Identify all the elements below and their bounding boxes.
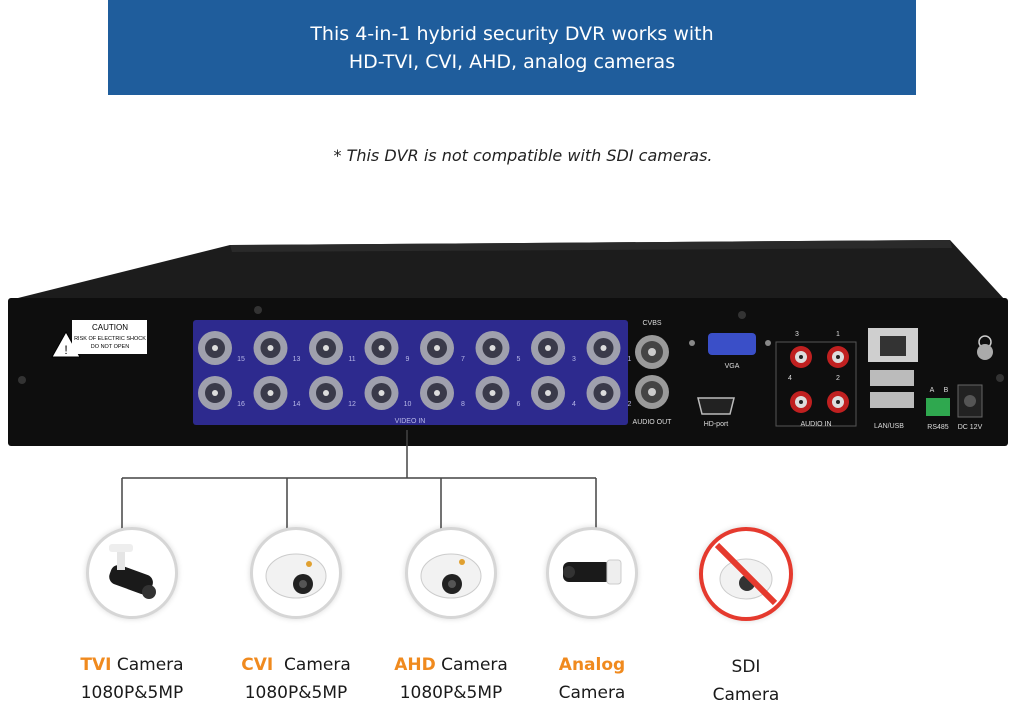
camera-resolution: 1080P&5MP <box>399 683 503 703</box>
rs485-b: B <box>944 387 949 394</box>
camera-type-analog: Analog <box>558 655 626 675</box>
dc-label: DC 12V <box>958 424 983 431</box>
dvr-rear-panel: ! CAUTION RISK OF ELECTRIC SHOCK DO NOT … <box>8 240 1008 446</box>
hdport-label: HD-port <box>704 421 729 428</box>
rs485-terminal <box>926 398 950 416</box>
connector-lines <box>121 430 597 536</box>
screw-left <box>18 376 26 384</box>
prohibited-icon <box>714 542 778 606</box>
camera-cvi-image <box>250 527 342 619</box>
camera-resolution: 1080P&5MP <box>80 683 184 703</box>
bnc-channel-number: 8 <box>461 401 465 408</box>
bullet-camera-icon <box>109 544 156 599</box>
bnc-channel-number: 10 <box>404 401 412 408</box>
camera-word: Camera <box>116 655 184 675</box>
video-in-panel <box>193 320 628 425</box>
bnc-channel-number: 2 <box>628 401 632 408</box>
bnc-channel-number: 6 <box>517 401 521 408</box>
camera-word: Camera <box>558 683 626 703</box>
usb-port-2 <box>870 392 914 408</box>
audio-out-connector <box>635 375 669 409</box>
camera-resolution: 1080P&5MP <box>244 683 348 703</box>
camera-tvi-image <box>86 527 178 619</box>
video-in-label: VIDEO IN <box>395 418 426 425</box>
lan-usb-label: LAN/USB <box>874 423 904 430</box>
dome-camera-icon <box>265 553 327 599</box>
audio-out-label: AUDIO OUT <box>633 419 673 426</box>
camera-analog-image <box>546 527 638 619</box>
bnc-channel-number: 14 <box>293 401 301 408</box>
banner-line-2: HD-TVI, CVI, AHD, analog cameras <box>348 50 676 73</box>
bnc-channel-number: 9 <box>406 356 410 363</box>
rs485-label: RS485 <box>927 424 949 431</box>
camera-cvi: CVI Camera 1080P&5MP <box>226 527 366 707</box>
audio-num-3: 3 <box>795 331 799 338</box>
vga-label: VGA <box>725 363 740 370</box>
cvbs-label: CVBS <box>642 320 661 327</box>
camera-analog: Analog Camera <box>522 527 662 707</box>
bnc-channel-number: 3 <box>572 356 576 363</box>
svg-text:!: ! <box>64 343 67 357</box>
camera-type-cvi: CVI <box>241 655 274 675</box>
audio-in-label: AUDIO IN <box>800 421 831 428</box>
bnc-channel-number: 16 <box>237 401 245 408</box>
vga-port <box>708 333 756 355</box>
bnc-channel-number: 15 <box>237 356 245 363</box>
camera-type-ahd: AHD <box>394 655 436 675</box>
dome-camera-icon <box>420 553 482 599</box>
bnc-channel-number: 1 <box>628 356 632 363</box>
caution-label: ! CAUTION RISK OF ELECTRIC SHOCK DO NOT … <box>51 320 147 358</box>
caution-line-2: DO NOT OPEN <box>91 344 129 350</box>
screw-right <box>996 374 1004 382</box>
bullet-camera-icon <box>563 559 622 585</box>
camera-tvi: TVI Camera 1080P&5MP <box>62 527 202 707</box>
audio-num-2: 2 <box>836 375 840 382</box>
bnc-channel-number: 11 <box>348 356 355 363</box>
bnc-channel-number: 7 <box>461 356 465 363</box>
bnc-channel-number: 4 <box>572 401 576 408</box>
bnc-connectors: 15 13 11 9 7 5 3 1 16 14 12 10 8 6 4 2 <box>198 331 632 410</box>
camera-ahd: AHD Camera 1080P&5MP <box>381 527 521 707</box>
camera-row: TVI Camera 1080P&5MP CVI Camera 1080P&5M… <box>0 525 1024 709</box>
rs485-a: A <box>930 387 935 394</box>
bnc-channel-number: 13 <box>293 356 301 363</box>
camera-type-tvi: TVI <box>80 655 112 675</box>
headline-banner: This 4-in-1 hybrid security DVR works wi… <box>108 0 916 95</box>
usb-port-1 <box>870 370 914 386</box>
camera-word: Camera <box>441 655 508 675</box>
camera-sdi: SDI Camera <box>676 527 816 709</box>
camera-sdi-image <box>699 527 793 621</box>
camera-ahd-image <box>405 527 497 619</box>
audio-in-connectors <box>790 346 849 413</box>
bnc-channel-number: 5 <box>517 356 521 363</box>
camera-word: Camera <box>712 685 780 705</box>
camera-type-sdi: SDI <box>731 657 761 677</box>
audio-num-4: 4 <box>788 375 792 382</box>
ground-screw <box>977 344 993 360</box>
dvr-top-lid <box>10 240 1005 300</box>
audio-num-1: 1 <box>836 331 840 338</box>
banner-line-1: This 4-in-1 hybrid security DVR works wi… <box>310 22 714 45</box>
camera-word: Camera <box>284 655 351 675</box>
hdmi-port <box>697 397 735 415</box>
bnc-channel-number: 12 <box>348 401 356 408</box>
caution-line-1: RISK OF ELECTRIC SHOCK <box>74 336 146 342</box>
caution-title: CAUTION <box>92 323 128 332</box>
cvbs-connector <box>635 335 669 369</box>
compatibility-note: * This DVR is not compatible with SDI ca… <box>333 146 713 165</box>
